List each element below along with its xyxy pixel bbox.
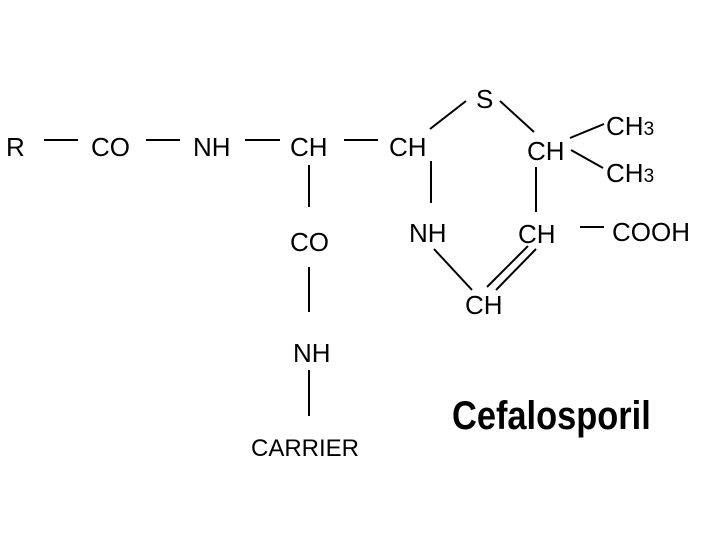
ch3-top-main: CH	[606, 111, 644, 141]
atom-co-1: CO	[91, 132, 130, 162]
atom-s: S	[476, 84, 494, 114]
bond-ch-ch-double-a	[495, 248, 537, 291]
ch3-bottom-main: CH	[606, 158, 644, 188]
atom-r: R	[6, 132, 25, 162]
atom-ch-5: CH	[465, 290, 503, 320]
atom-ch-4: CH	[518, 219, 556, 249]
atom-co-2: CO	[290, 227, 329, 257]
bond-ch-ch-double-b	[486, 245, 529, 288]
atom-ch3-bottom: CH3	[606, 158, 655, 188]
atom-ch-2: CH	[389, 132, 427, 162]
atom-ch-3: CH	[527, 136, 565, 166]
atom-carrier: CARRIER	[251, 435, 360, 462]
atom-nh-3: NH	[293, 338, 331, 368]
ch3-top-subscript: 3	[643, 119, 655, 140]
atom-nh-1: NH	[193, 132, 231, 162]
ch3-bottom-subscript: 3	[643, 166, 655, 187]
atom-cooh: COOH	[612, 217, 690, 247]
bond-ch-s	[429, 100, 467, 130]
atom-nh-2: NH	[409, 218, 447, 248]
bond-ch-ch3-bottom	[570, 149, 604, 169]
bond-nh-ch-lower	[433, 248, 473, 291]
bond-ch-ch3-top	[569, 123, 605, 139]
atom-ch-1: CH	[290, 132, 328, 162]
diagram-caption: Cefalosporil	[452, 394, 651, 438]
bond-s-ch	[499, 100, 535, 133]
atom-ch3-top: CH3	[606, 111, 655, 141]
